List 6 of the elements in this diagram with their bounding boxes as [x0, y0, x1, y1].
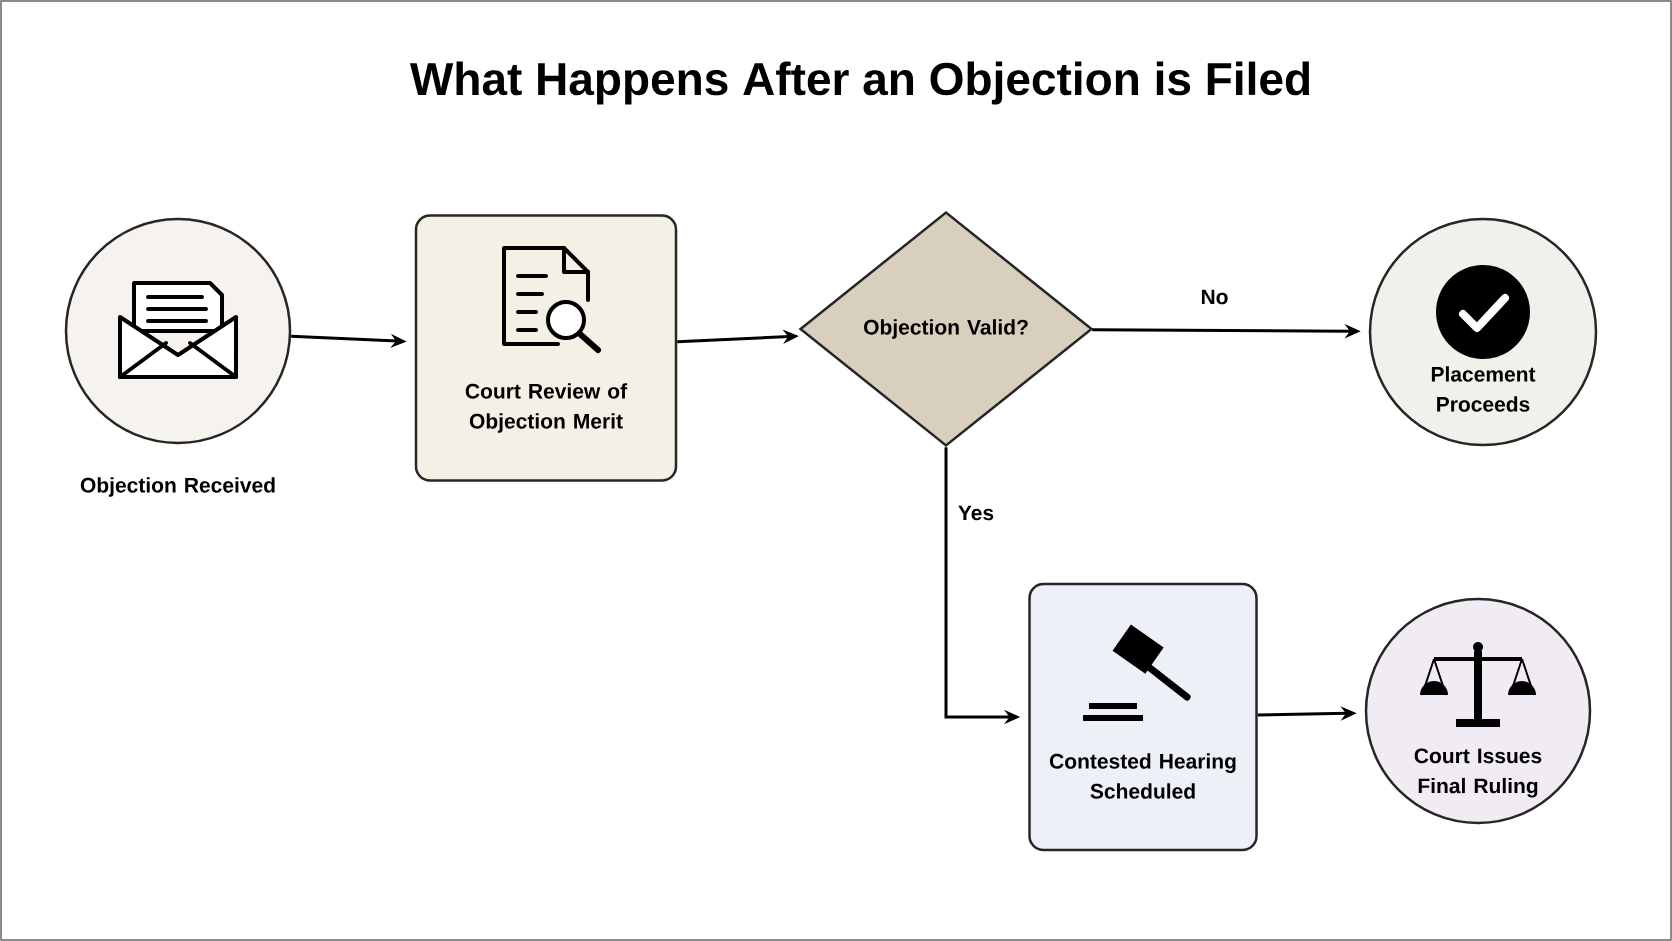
edge-label: No: [1201, 289, 1228, 305]
node-label: Objection Received: [80, 477, 275, 497]
process-box: Contested Hearing Scheduled: [1028, 582, 1258, 852]
edge-label: Yes: [958, 505, 994, 521]
title: What Happens After an Objection is Filed: [409, 61, 1310, 105]
process-box: Court Review of Objection Merit: [414, 214, 678, 482]
